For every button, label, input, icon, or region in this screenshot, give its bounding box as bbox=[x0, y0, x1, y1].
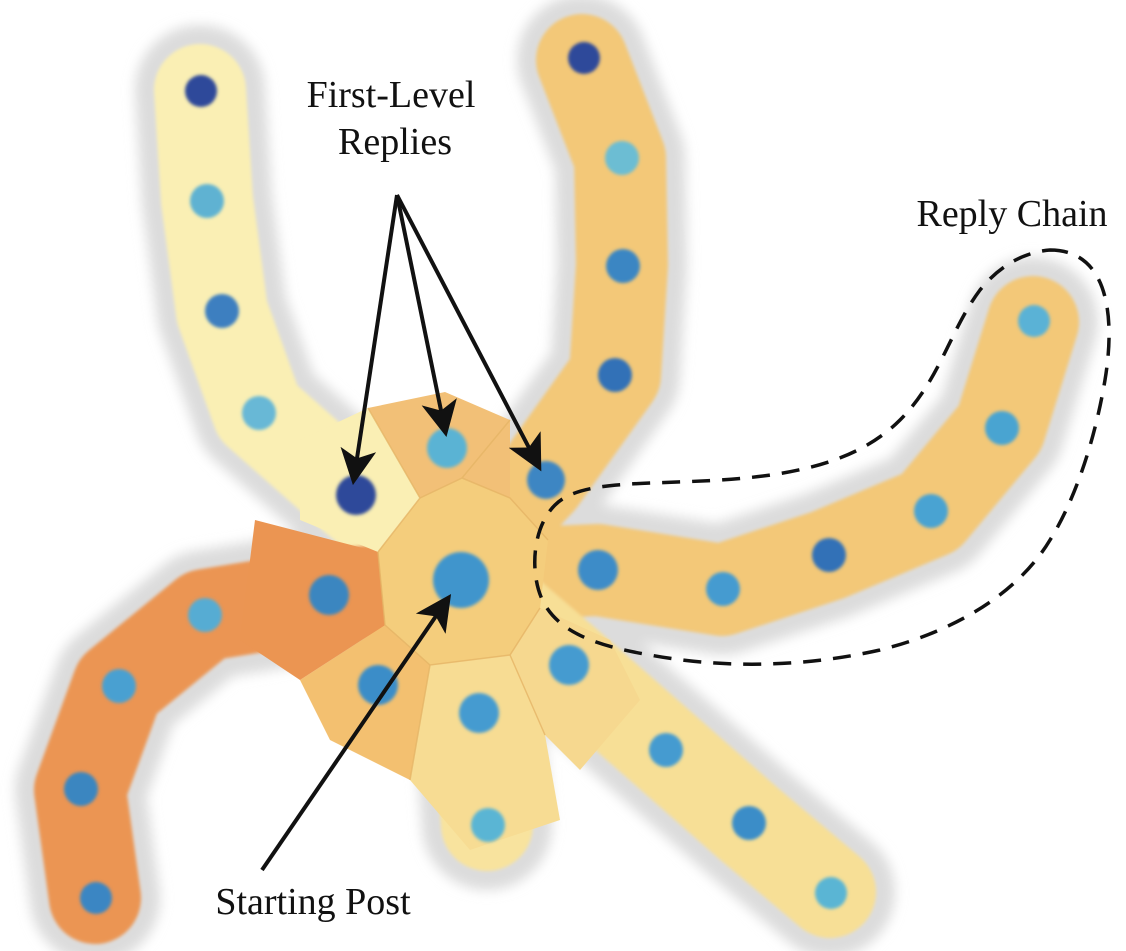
node bbox=[459, 693, 499, 733]
node bbox=[190, 184, 224, 218]
node bbox=[188, 598, 222, 632]
node bbox=[1018, 305, 1050, 337]
arrow-to-starting-post bbox=[260, 594, 452, 872]
node bbox=[358, 665, 398, 705]
node bbox=[471, 808, 505, 842]
core-cell-right-lower bbox=[510, 608, 640, 770]
node bbox=[80, 882, 112, 914]
node bbox=[549, 645, 589, 685]
node bbox=[578, 550, 618, 590]
core-cell-left-lower bbox=[300, 625, 430, 780]
arrow-to-reply-2 bbox=[395, 194, 457, 438]
node bbox=[185, 75, 217, 107]
starting-post-label: Starting Post bbox=[215, 881, 411, 923]
arrows bbox=[260, 194, 542, 872]
first-level-replies-label-line2: Replies bbox=[338, 121, 452, 163]
arrow-to-reply-3 bbox=[395, 194, 542, 472]
arrow-to-reply-1 bbox=[340, 194, 399, 486]
node bbox=[102, 669, 136, 703]
node bbox=[649, 733, 683, 767]
node bbox=[64, 772, 98, 806]
node bbox=[706, 572, 740, 606]
first-level-replies-label-line1: First-Level bbox=[307, 74, 476, 116]
node bbox=[568, 42, 600, 74]
arm-orange-top bbox=[424, 14, 668, 601]
core-cell-bottom bbox=[410, 655, 560, 850]
node bbox=[598, 358, 632, 392]
node bbox=[336, 475, 376, 515]
reply-chain-label: Reply Chain bbox=[916, 193, 1107, 235]
node bbox=[606, 249, 640, 283]
starting-post-node bbox=[433, 552, 489, 608]
node bbox=[527, 461, 565, 499]
node bbox=[914, 494, 948, 528]
reply-chain-outline bbox=[533, 248, 1111, 666]
node bbox=[732, 806, 766, 840]
node bbox=[985, 411, 1019, 445]
node bbox=[309, 575, 349, 615]
node bbox=[427, 428, 467, 468]
node bbox=[812, 538, 846, 572]
node bbox=[205, 294, 239, 328]
node bbox=[815, 877, 847, 909]
node bbox=[242, 396, 276, 430]
node bbox=[605, 141, 639, 175]
